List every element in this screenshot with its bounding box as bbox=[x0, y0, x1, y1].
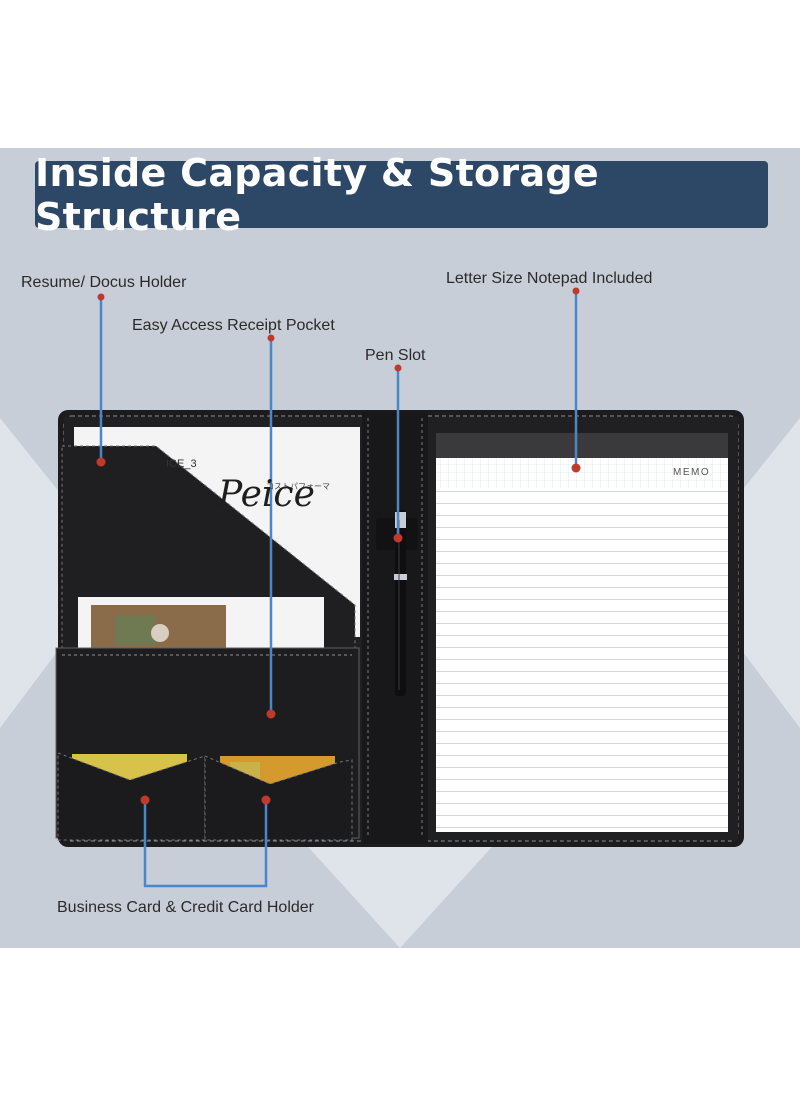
callout-resume-holder: Resume/ Docus Holder bbox=[21, 274, 187, 291]
callout-card-holder: Business Card & Credit Card Holder bbox=[57, 899, 314, 916]
callout-receipt-pocket: Easy Access Receipt Pocket bbox=[132, 317, 335, 334]
callout-notepad: Letter Size Notepad Included bbox=[446, 270, 653, 287]
callout-pen-slot: Pen Slot bbox=[365, 347, 426, 364]
page-title: Inside Capacity & Storage Structure bbox=[35, 150, 599, 239]
paper-line-1: ICE_3 bbox=[166, 458, 197, 470]
paper-brand: Peice bbox=[218, 474, 315, 515]
background-panel bbox=[0, 148, 800, 948]
notepad-label: MEMO bbox=[673, 467, 711, 478]
background-shapes bbox=[0, 418, 800, 948]
title-banner: Inside Capacity & Storage Structure bbox=[35, 151, 768, 239]
paper-japanese: コストパフォーマ bbox=[266, 482, 330, 491]
